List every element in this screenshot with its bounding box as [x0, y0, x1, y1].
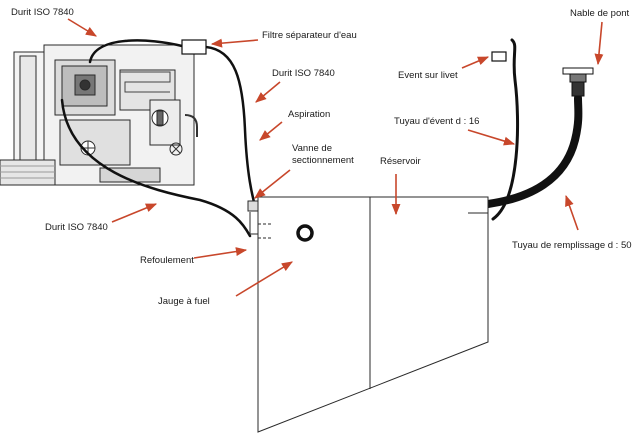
callout-arrows: [67, 18, 604, 297]
arrow-durit-mid: [255, 81, 281, 103]
label-filtre: Filtre séparateur d'eau: [262, 30, 357, 41]
label-nable: Nable de pont: [570, 8, 630, 19]
arrow-nable: [594, 21, 604, 66]
vent-fitting: [491, 51, 507, 62]
filler-hose: [484, 94, 583, 208]
arrow-event: [461, 56, 490, 69]
water-separator-filter: [181, 39, 207, 55]
label-durit-mid: Durit ISO 7840: [272, 68, 335, 79]
supply-hose: [88, 39, 258, 212]
label-event: Event sur livet: [398, 70, 458, 81]
arrow-aspiration: [259, 121, 283, 141]
arrow-tuyau-remplissage: [565, 194, 579, 231]
fuel-gauge: [296, 224, 314, 242]
label-refoulement: Refoulement: [140, 255, 194, 266]
engine: [0, 44, 198, 186]
arrow-durit-top: [67, 18, 97, 37]
label-tuyau-event: Tuyau d'évent d : 16: [394, 116, 479, 127]
label-vanne-2: sectionnement: [292, 155, 354, 166]
label-reservoir: Réservoir: [380, 156, 421, 167]
label-aspiration: Aspiration: [288, 109, 330, 120]
arrow-filtre: [210, 38, 259, 48]
arrow-tuyau-event: [467, 129, 516, 146]
arrow-refoulement: [193, 247, 248, 259]
arrow-durit-low: [111, 203, 158, 223]
label-durit-top: Durit ISO 7840: [11, 7, 74, 18]
label-tuyau-remplissage: Tuyau de remplissage d : 50: [512, 240, 632, 251]
arrow-vanne: [254, 169, 291, 199]
callout-labels: Durit ISO 7840 Filtre séparateur d'eau D…: [11, 7, 632, 307]
deck-filler: [562, 67, 594, 97]
label-jauge: Jauge à fuel: [158, 296, 210, 307]
arrow-jauge: [235, 261, 293, 297]
hoses: [60, 38, 583, 238]
return-hose: [60, 98, 252, 238]
fuel-tank: [247, 196, 489, 433]
label-durit-low: Durit ISO 7840: [45, 222, 108, 233]
label-vanne-1: Vanne de: [292, 143, 332, 154]
vent-hose: [491, 38, 520, 221]
